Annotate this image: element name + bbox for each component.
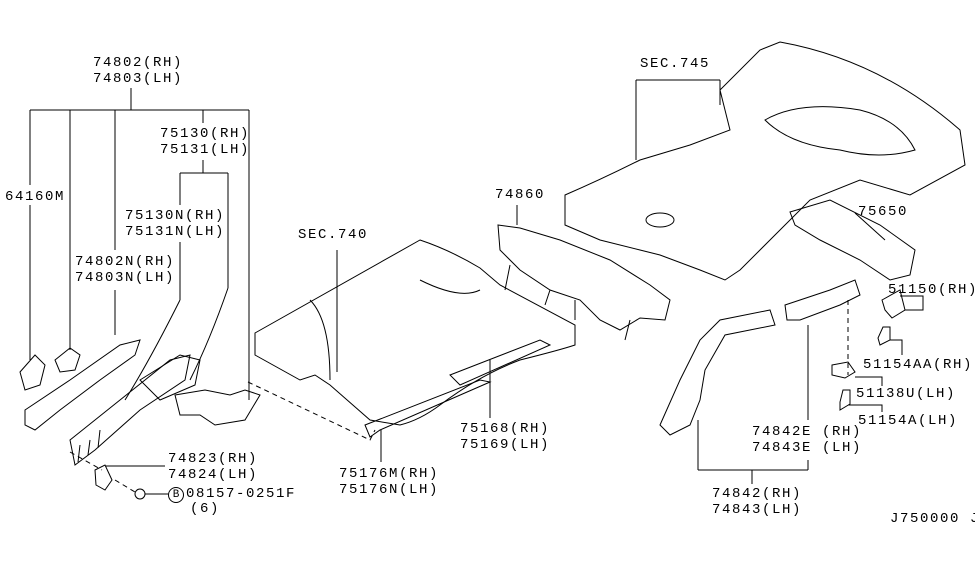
part-75650: [789, 199, 916, 281]
label-74842: 74842(RH): [712, 486, 803, 502]
label-75131n: 75131N(LH): [125, 224, 226, 240]
part-64160m: [19, 354, 46, 391]
label-75650: 75650: [858, 204, 909, 220]
part-75168: [449, 339, 552, 386]
part-51150: [881, 289, 906, 319]
label-74823: 74823(RH): [168, 451, 259, 467]
label-75130n: 75130N(RH): [125, 208, 226, 224]
label-74843e: 74843E (LH): [752, 440, 863, 456]
label-64160m: 64160M: [5, 189, 66, 205]
label-51154aa: 51154AA(RH): [863, 357, 974, 373]
bolt-symbol: B: [168, 487, 184, 503]
label-75168: 75168(RH): [460, 421, 551, 437]
label-74803: 74803(LH): [93, 71, 184, 87]
part-74802n: [54, 347, 81, 373]
part-74842: [659, 309, 776, 436]
diagram-code: J750000 J: [890, 511, 975, 527]
label-51150: 51150(RH): [888, 282, 975, 298]
part-74823: [94, 464, 113, 491]
part-75131n: [139, 354, 201, 401]
label-bolt-qty: (6): [190, 501, 221, 517]
label-75176n: 75176N(LH): [339, 482, 440, 498]
part-75176m: [364, 379, 492, 438]
label-51138u: 51138U(LH): [856, 386, 957, 402]
label-74843: 74843(LH): [712, 502, 803, 518]
dashed-guides: [69, 300, 849, 493]
part-75130: [69, 354, 191, 466]
bolt-part-number: 08157-0251F: [186, 486, 297, 502]
label-74802: 74802(RH): [93, 55, 184, 71]
label-sec745: SEC.745: [640, 56, 711, 72]
part-74842e: [784, 279, 861, 321]
label-74824: 74824(LH): [168, 467, 259, 483]
part-bolt: [134, 488, 146, 500]
part-51154aa: [877, 326, 891, 346]
label-75131: 75131(LH): [160, 142, 251, 158]
label-74860: 74860: [495, 187, 546, 203]
label-74842e: 74842E (RH): [752, 424, 863, 440]
rear-floor-sec745: [564, 41, 966, 281]
floor-panel-sec740: [254, 239, 576, 426]
part-51138u: [831, 361, 856, 379]
label-75130: 75130(RH): [160, 126, 251, 142]
part-51154a: [839, 389, 851, 411]
leader-lines: [29, 79, 924, 495]
label-75169: 75169(LH): [460, 437, 551, 453]
label-sec740: SEC.740: [298, 227, 369, 243]
part-75130n: [174, 389, 261, 426]
label-74803n: 74803N(LH): [75, 270, 176, 286]
label-51154a: 51154A(LH): [858, 413, 959, 429]
label-75176m: 75176M(RH): [339, 466, 440, 482]
label-74802n: 74802N(RH): [75, 254, 176, 270]
part-74860: [497, 224, 671, 341]
part-74802: [24, 339, 141, 431]
